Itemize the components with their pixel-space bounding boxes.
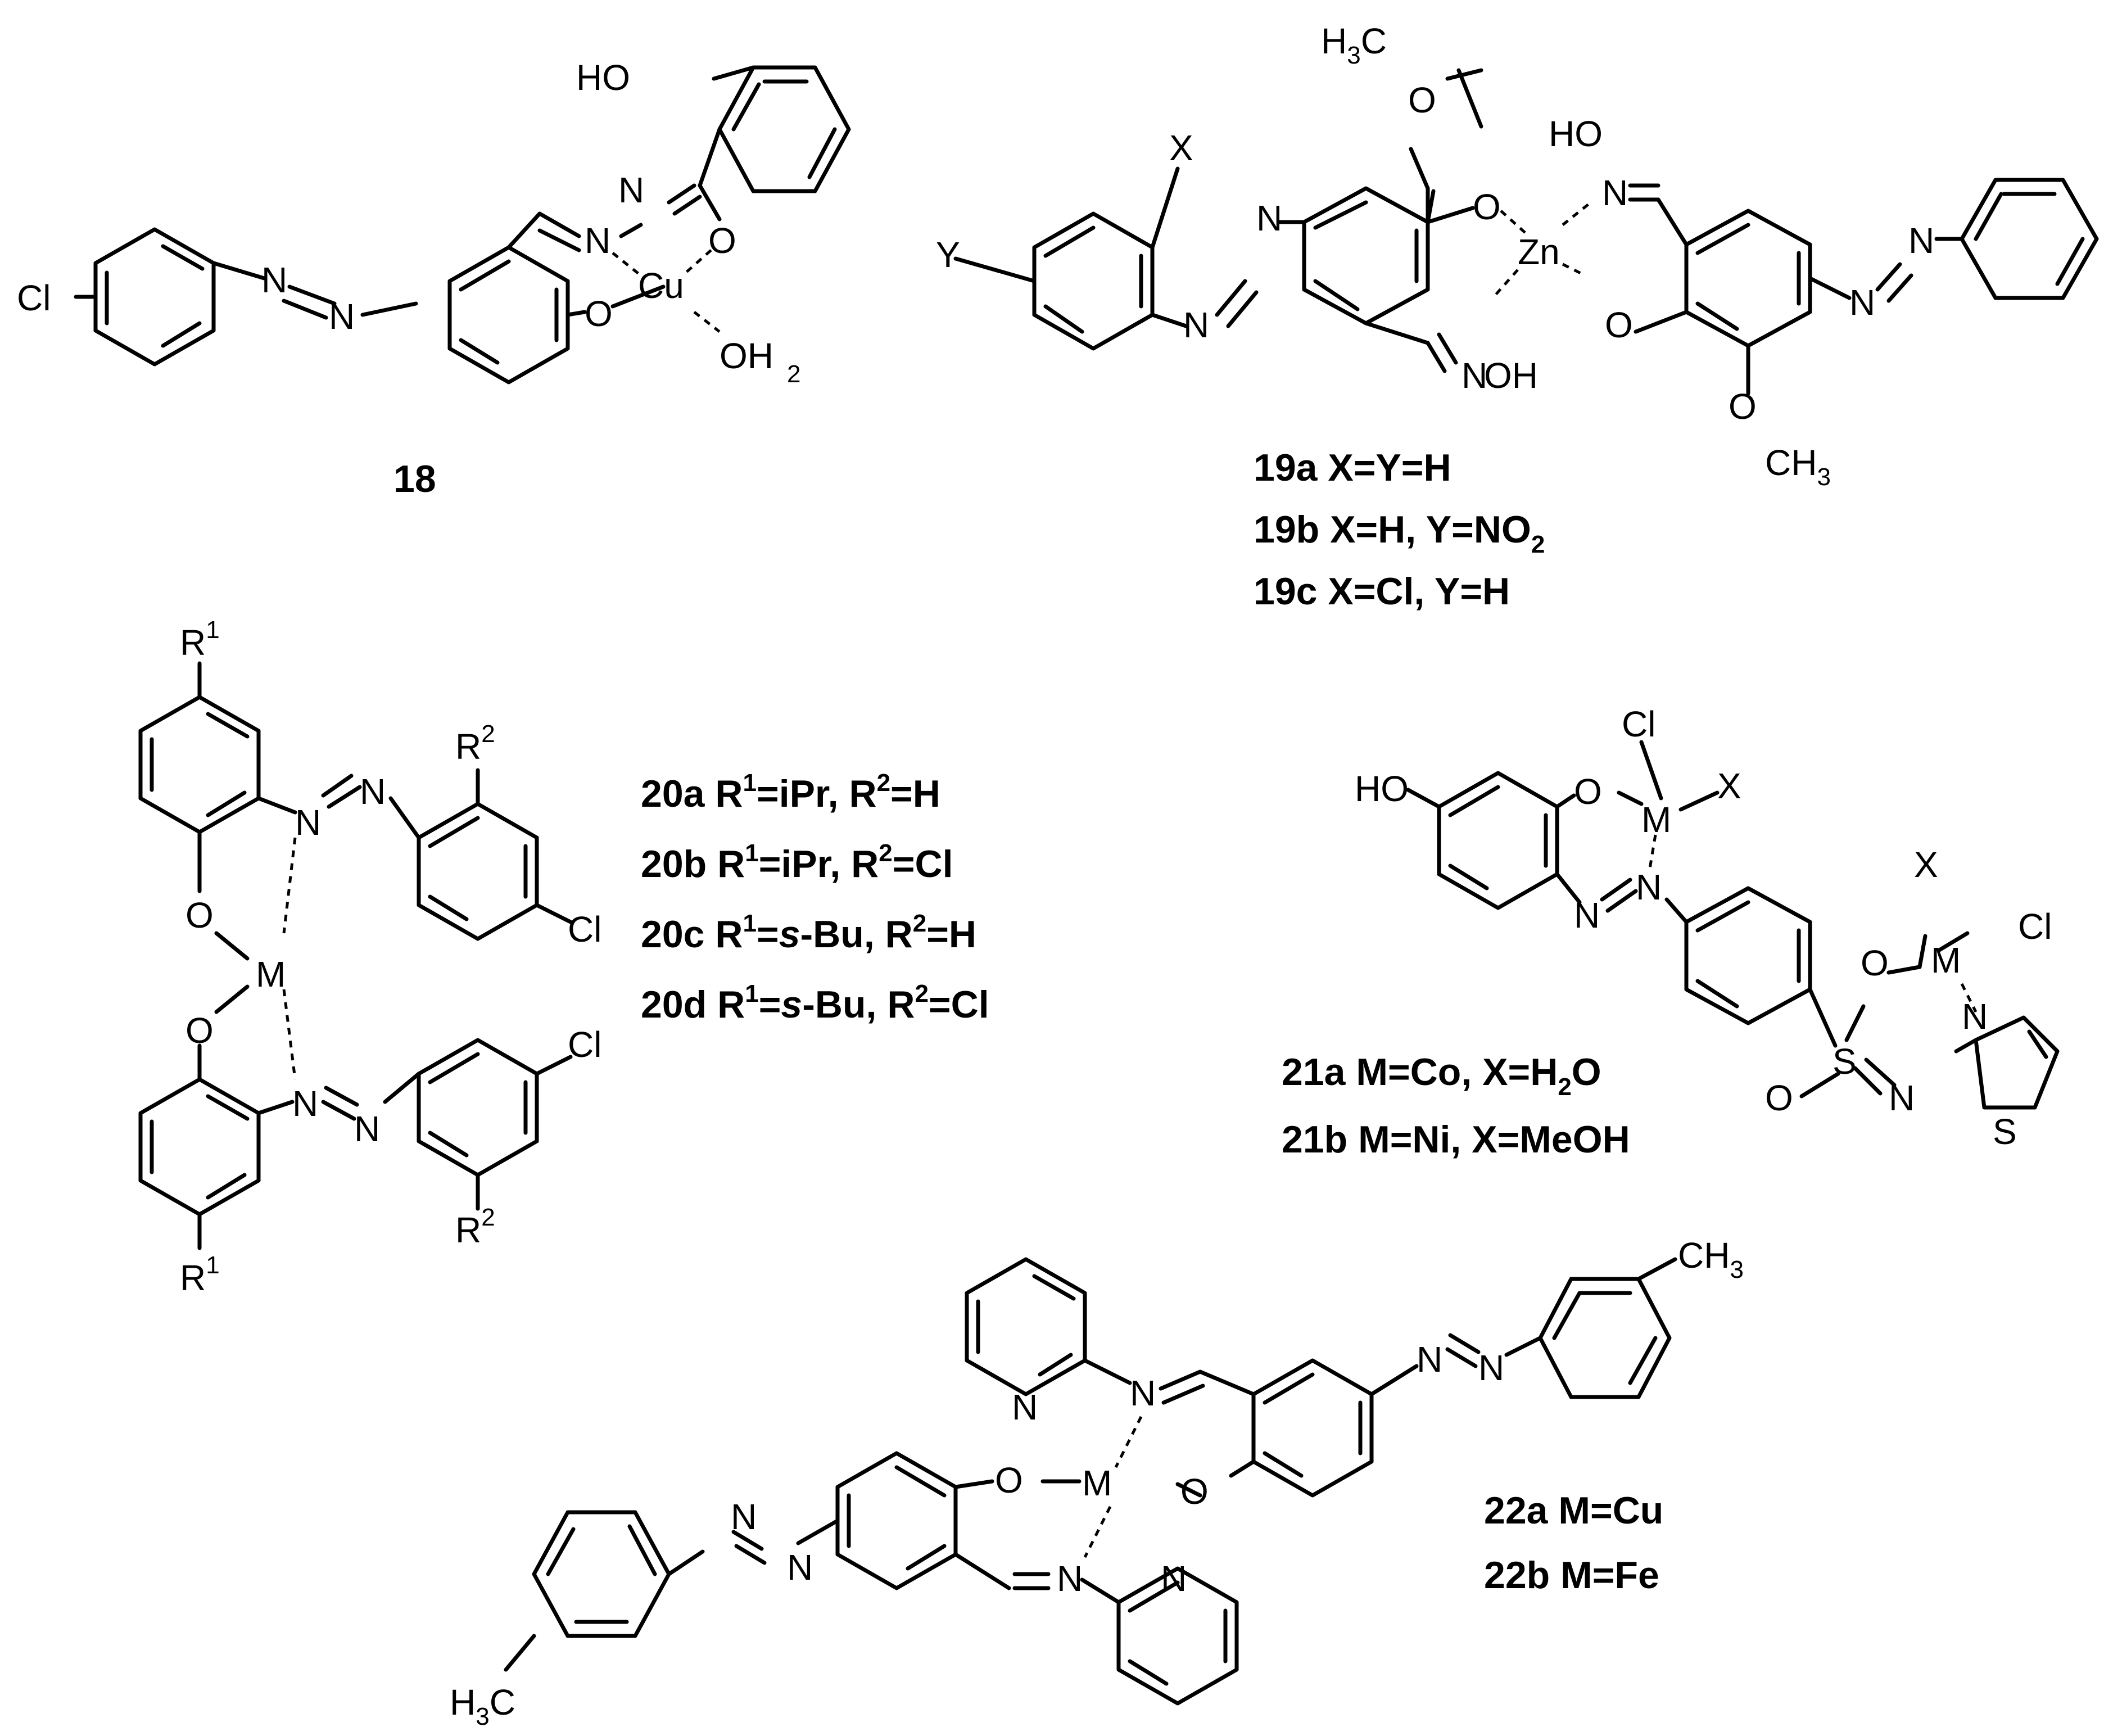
atom-o: O — [1473, 187, 1501, 227]
atom-h3c: H3C — [1321, 21, 1387, 69]
atom-n: N — [1256, 198, 1282, 238]
atom-n: N — [261, 260, 287, 300]
label-18: 18 — [393, 458, 436, 500]
atom-n: N — [1183, 305, 1209, 345]
atom-ho: HO — [576, 57, 630, 98]
atom-n: N — [1602, 173, 1628, 213]
atom-cl: Cl — [2018, 906, 2052, 947]
atom-cl: Cl — [17, 278, 51, 318]
label-20d: 20d R1=s-Bu, R2=Cl — [641, 980, 989, 1026]
atom-oh: OH — [720, 336, 773, 376]
atom-o: O — [1765, 1078, 1793, 1118]
atom-n: N — [618, 170, 644, 210]
subscript-2: 2 — [787, 360, 800, 388]
compound-21-structure: HO O Cl M X N N X O M Cl S O N N S 21a M… — [1282, 704, 2060, 1161]
atom-oh: OH — [1484, 355, 1538, 396]
atom-ch3: CH3 — [1765, 442, 1831, 491]
atom-cl: Cl — [1622, 704, 1655, 744]
atom-r2: R2 — [455, 1204, 495, 1250]
compound-18-structure: Cl N N N N O O Cu HO OH 2 18 — [17, 57, 851, 500]
atom-o: O — [185, 895, 214, 935]
label-19a: 19a X=Y=H — [1254, 446, 1451, 489]
atom-r1: R1 — [180, 1251, 220, 1298]
atom-o: O — [1861, 943, 1889, 983]
atom-m: M — [1082, 1463, 1112, 1503]
label-20a: 20a R1=iPr, R2=H — [641, 769, 940, 815]
atom-x: X — [1169, 128, 1193, 168]
atom-o: O — [185, 1010, 214, 1051]
label-19c: 19c X=Cl, Y=H — [1254, 570, 1510, 613]
atom-r2: R2 — [455, 720, 495, 767]
atom-o: O — [1408, 80, 1436, 120]
atom-m: M — [256, 954, 286, 994]
atom-n: N — [1161, 1558, 1187, 1599]
atom-n: N — [1462, 355, 1487, 396]
atom-s: S — [1993, 1111, 2017, 1152]
atom-m: M — [1931, 940, 1961, 980]
label-19b: 19b X=H, Y=NO2 — [1254, 508, 1545, 558]
atom-n: N — [1849, 282, 1875, 323]
atom-o: O — [708, 220, 736, 261]
label-21a: 21a M=Co, X=H2O — [1282, 1051, 1601, 1101]
atom-cl: Cl — [568, 1024, 601, 1065]
atom-o: O — [1180, 1471, 1209, 1512]
compound-20-structure: R1 R2 N N Cl O M O N N Cl R2 R1 20a R1=i… — [138, 616, 989, 1298]
atom-n: N — [329, 296, 355, 337]
atom-x: X — [1717, 766, 1741, 806]
atom-n: N — [1130, 1373, 1156, 1413]
atom-n: N — [360, 771, 386, 812]
label-22a: 22a M=Cu — [1484, 1489, 1663, 1532]
atom-n: N — [1478, 1348, 1504, 1388]
atom-ho: HO — [1355, 768, 1409, 809]
atom-ho: HO — [1549, 114, 1603, 154]
atom-o: O — [585, 293, 613, 334]
atom-o: O — [995, 1460, 1023, 1500]
atom-n: N — [1889, 1078, 1915, 1118]
atom-n: N — [787, 1547, 813, 1588]
atom-n: N — [292, 1083, 318, 1124]
atom-o: O — [1729, 386, 1757, 427]
atom-n: N — [1636, 867, 1662, 907]
atom-zn: Zn — [1518, 232, 1560, 272]
label-21b: 21b M=Ni, X=MeOH — [1282, 1118, 1630, 1161]
atom-r1: R1 — [180, 616, 220, 663]
compound-19-structure: Y X N N H3C O O Zn N OH HO N O O CH3 N N… — [936, 21, 2099, 613]
atom-n: N — [1012, 1387, 1038, 1427]
atom-cu: Cu — [638, 265, 684, 306]
compound-22-structure: N N N N CH3 O M O N N N N H3C 22a M=Cu 2… — [450, 1235, 1744, 1730]
atom-n: N — [354, 1109, 380, 1149]
atom-h3c: H3C — [450, 1682, 515, 1730]
atom-m: M — [1641, 799, 1671, 840]
atom-x: X — [1914, 844, 1938, 885]
atom-o: O — [1605, 305, 1633, 345]
label-20b: 20b R1=iPr, R2=Cl — [641, 839, 953, 885]
atom-s: S — [1833, 1041, 1857, 1082]
atom-ch3: CH3 — [1678, 1235, 1744, 1283]
atom-n: N — [731, 1497, 757, 1537]
label-22b: 22b M=Fe — [1484, 1554, 1659, 1597]
atom-n: N — [585, 220, 610, 261]
atom-n: N — [1908, 220, 1934, 261]
atom-n: N — [1962, 996, 1988, 1037]
atom-n: N — [295, 802, 321, 843]
label-20c: 20c R1=s-Bu, R2=H — [641, 910, 976, 956]
atom-n: N — [1417, 1339, 1442, 1380]
atom-cl: Cl — [568, 909, 601, 950]
atom-y: Y — [936, 234, 960, 275]
atom-n: N — [1574, 895, 1600, 935]
atom-n: N — [1057, 1558, 1083, 1599]
atom-o: O — [1574, 771, 1602, 812]
